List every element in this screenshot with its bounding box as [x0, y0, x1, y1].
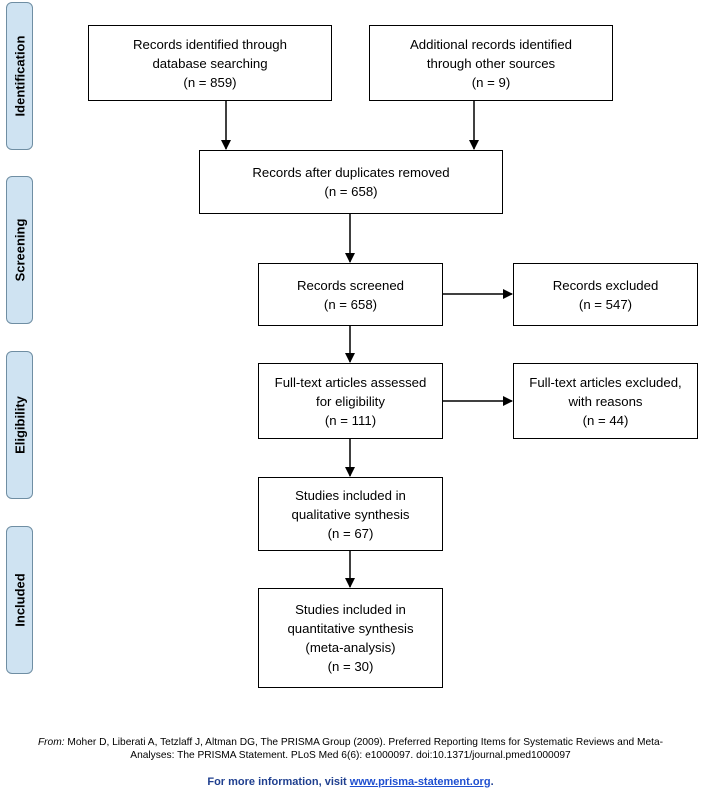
- box-records-excluded-count: (n = 547): [578, 296, 633, 312]
- more-info-footer: For more information, visit www.prisma-s…: [0, 776, 701, 788]
- box-database-searching-line-2: database searching: [152, 55, 268, 71]
- citation: From: Moher D, Liberati A, Tetzlaff J, A…: [0, 736, 701, 762]
- box-other-sources: Additional records identified through ot…: [369, 25, 613, 101]
- box-fulltext-excluded-count: (n = 44): [582, 412, 629, 428]
- box-qualitative-synthesis-line-1: Studies included in: [295, 487, 406, 503]
- citation-line-1: From: Moher D, Liberati A, Tetzlaff J, A…: [0, 736, 701, 749]
- box-quantitative-synthesis-count: (n = 30): [327, 659, 374, 674]
- box-quantitative-synthesis-line-3: (meta-analysis): [305, 640, 396, 655]
- stage-eligibility: Eligibility: [6, 351, 33, 499]
- box-fulltext-excluded-line-1: Full-text articles excluded,: [529, 374, 682, 390]
- stage-included: Included: [6, 526, 33, 674]
- box-quantitative-synthesis: Studies included in quantitative synthes…: [258, 588, 443, 688]
- box-database-searching-count: (n = 859): [183, 74, 237, 90]
- box-after-duplicates-line-1: Records after duplicates removed: [252, 165, 450, 180]
- box-records-screened-count: (n = 658): [323, 296, 378, 312]
- box-fulltext-assessed-line-2: for eligibility: [316, 393, 385, 409]
- box-records-excluded: Records excluded (n = 547): [513, 263, 698, 326]
- box-records-screened: Records screened (n = 658): [258, 263, 443, 326]
- citation-line-2: Analyses: The PRISMA Statement. PLoS Med…: [130, 750, 571, 761]
- box-other-sources-line-1: Additional records identified: [409, 36, 572, 52]
- box-qualitative-synthesis: Studies included in qualitative synthesi…: [258, 477, 443, 551]
- box-fulltext-excluded: Full-text articles excluded, with reason…: [513, 363, 698, 439]
- box-qualitative-synthesis-line-2: qualitative synthesis: [291, 506, 410, 522]
- box-fulltext-assessed: Full-text articles assessed for eligibil…: [258, 363, 443, 439]
- box-database-searching-line-1: Records identified through: [133, 36, 287, 52]
- citation-line-1-text: Moher D, Liberati A, Tetzlaff J, Altman …: [67, 737, 664, 748]
- citation-from-label: From:: [37, 737, 65, 748]
- box-fulltext-assessed-count: (n = 111): [324, 412, 377, 428]
- more-info-prefix: For more information, visit: [207, 776, 350, 788]
- stage-identification: Identification: [6, 2, 33, 150]
- box-fulltext-assessed-line-1: Full-text articles assessed: [274, 374, 427, 390]
- box-quantitative-synthesis-line-1: Studies included in: [295, 602, 406, 617]
- stage-screening: Screening: [6, 176, 33, 324]
- box-qualitative-synthesis-count: (n = 67): [327, 525, 374, 541]
- box-fulltext-excluded-line-2: with reasons: [568, 393, 643, 409]
- box-quantitative-synthesis-line-2: quantitative synthesis: [287, 621, 414, 636]
- box-records-excluded-line-1: Records excluded: [552, 277, 659, 293]
- more-info-suffix: .: [490, 776, 494, 788]
- box-records-screened-line-1: Records screened: [296, 277, 405, 293]
- box-other-sources-line-2: through other sources: [426, 55, 556, 71]
- box-database-searching: Records identified through database sear…: [88, 25, 332, 101]
- box-after-duplicates-count: (n = 658): [324, 184, 378, 199]
- box-other-sources-count: (n = 9): [471, 74, 511, 90]
- box-after-duplicates: Records after duplicates removed (n = 65…: [199, 150, 503, 214]
- prisma-website-link[interactable]: www.prisma-statement.org: [349, 776, 491, 788]
